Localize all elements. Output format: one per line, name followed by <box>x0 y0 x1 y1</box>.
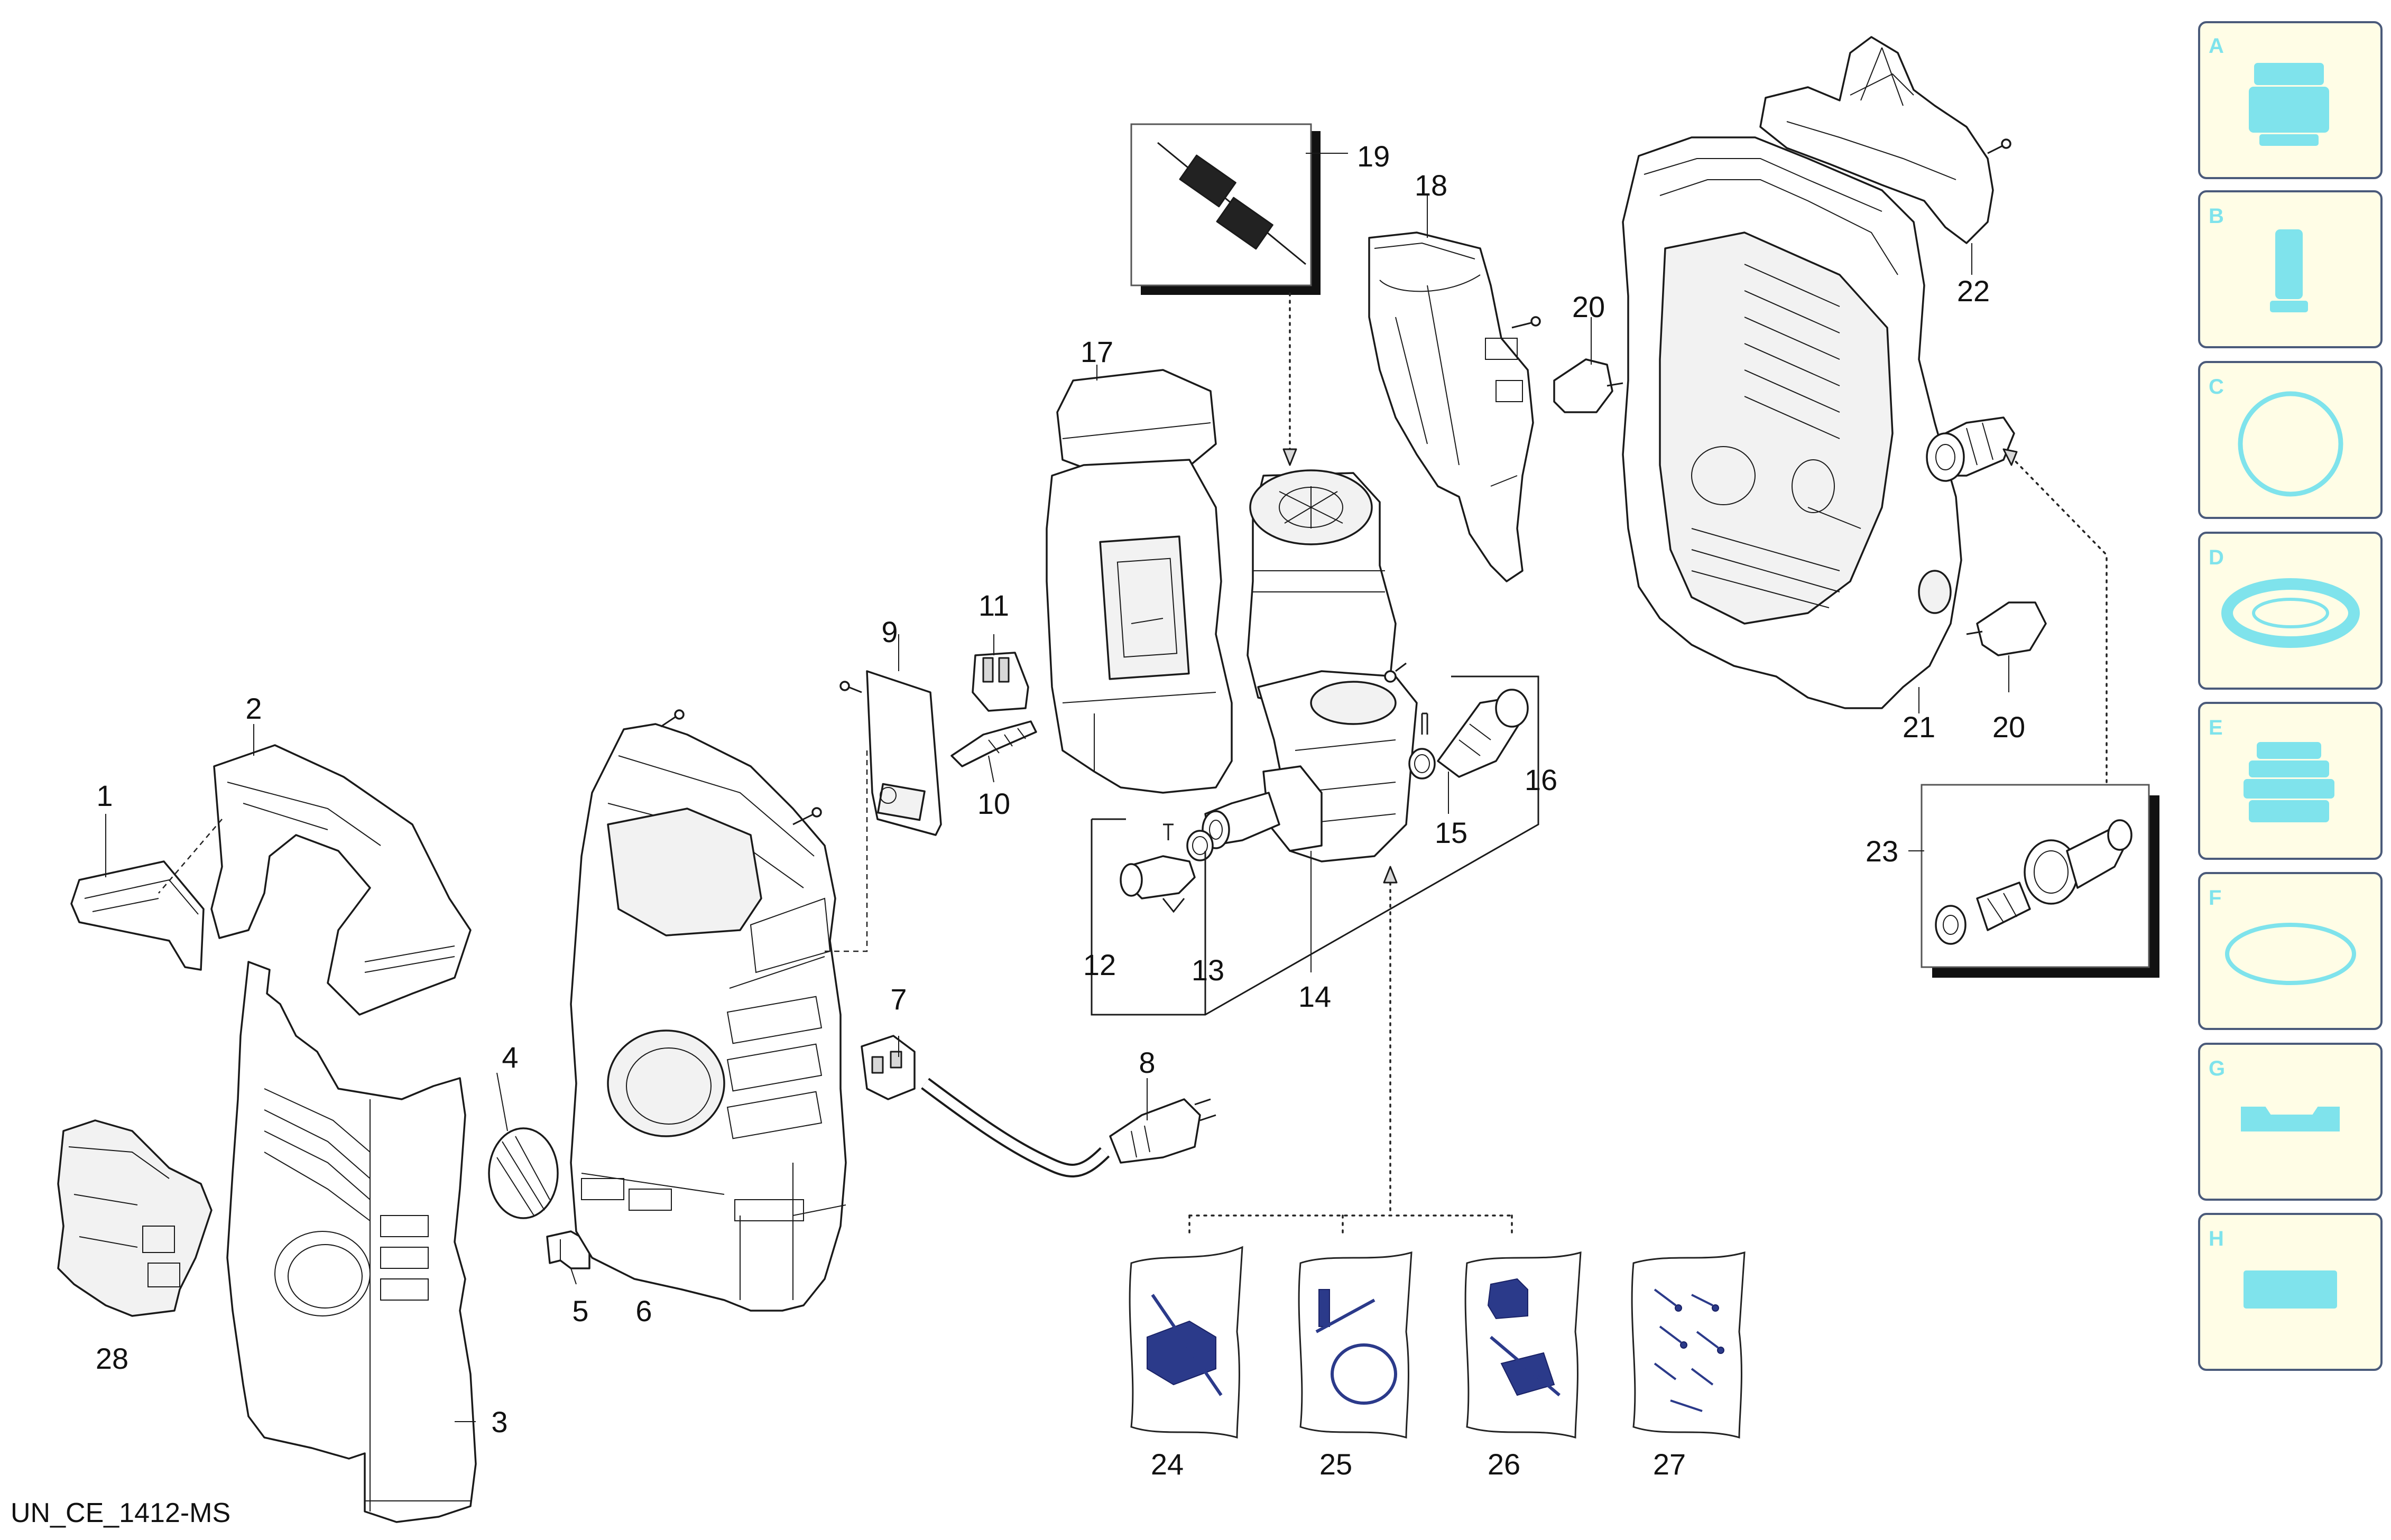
leader-9-dash <box>825 750 868 952</box>
part-20-clip-lower <box>1966 601 2047 656</box>
part-1-top-cap <box>70 860 205 971</box>
callout-4: 4 <box>502 1041 518 1074</box>
callout-24: 24 <box>1151 1448 1184 1481</box>
part-19-brush-box <box>1130 123 1348 295</box>
pin-icon <box>2270 229 2308 312</box>
part-21-rear-housing <box>1622 136 1962 709</box>
gasket-icon <box>2225 923 2356 985</box>
callout-2: 2 <box>245 692 262 725</box>
arrow-19 <box>1282 448 1297 466</box>
kit-25-bag <box>1298 1251 1413 1439</box>
callout-20-lower: 20 <box>1992 710 2025 744</box>
part-28-side-panel <box>57 1119 213 1317</box>
callout-19: 19 <box>1357 140 1390 173</box>
callout-11: 11 <box>978 589 1009 622</box>
legend-panel-d: D <box>2198 532 2383 690</box>
callout-17: 17 <box>1081 335 1113 368</box>
callout-12: 12 <box>1083 948 1116 981</box>
legend-panel-e: E <box>2198 702 2383 860</box>
callout-9: 9 <box>881 615 898 648</box>
legend-letter-d: D <box>2209 546 2224 569</box>
part-5-clip <box>546 1230 590 1269</box>
inlet-coupling <box>1926 416 2015 482</box>
legend-panel-a: A <box>2198 21 2383 179</box>
leader-23 <box>2008 453 2108 783</box>
callout-1: 1 <box>96 779 113 812</box>
legend-panel-g: G <box>2198 1043 2383 1201</box>
callout-20-upper: 20 <box>1572 290 1605 323</box>
callout-27: 27 <box>1653 1448 1686 1481</box>
filter-block-icon <box>2244 1270 2337 1309</box>
o-ring-icon <box>2238 391 2343 497</box>
part-12-inlet-fitting <box>1120 823 1196 913</box>
arrow-kits <box>1383 866 1398 884</box>
washer-flat-icon <box>2241 1107 2340 1131</box>
part-8-power-cord <box>921 1078 1216 1177</box>
leader-2-dash <box>158 819 223 894</box>
callout-6: 6 <box>635 1294 652 1328</box>
callout-5: 5 <box>572 1294 588 1328</box>
part-23-coupling-box <box>1908 784 2159 978</box>
part-4-knob <box>488 1127 559 1219</box>
callout-10: 10 <box>977 787 1010 820</box>
part-15-o-ring <box>1408 712 1436 780</box>
part-17-motor-cover <box>1046 369 1233 794</box>
part-22-top-handle <box>1759 36 2011 244</box>
seal-ring-icon <box>2221 578 2360 648</box>
callout-3: 3 <box>491 1405 507 1439</box>
callout-16: 16 <box>1525 763 1557 796</box>
kit-26-bag <box>1464 1251 1582 1439</box>
callout-25: 25 <box>1319 1448 1352 1481</box>
callout-13: 13 <box>1192 953 1224 987</box>
legend-letter-c: C <box>2209 375 2224 398</box>
arrow-23 <box>2002 448 2018 466</box>
legend-letter-g: G <box>2209 1057 2225 1080</box>
legend-panel-h: H <box>2198 1213 2383 1371</box>
callout-18: 18 <box>1415 169 1447 202</box>
callout-23: 23 <box>1866 834 1898 868</box>
callout-28: 28 <box>96 1342 128 1375</box>
part-3-front-cover <box>226 961 477 1523</box>
part-9-circuit-board <box>839 670 942 836</box>
part-2-handle <box>210 744 472 1016</box>
legend-panel-f: F <box>2198 872 2383 1030</box>
legend-letter-a: A <box>2209 34 2224 58</box>
legend-letter-h: H <box>2209 1227 2224 1250</box>
leader-10 <box>988 755 994 783</box>
callout-22: 22 <box>1957 274 1990 308</box>
callout-14: 14 <box>1298 980 1331 1013</box>
callout-26: 26 <box>1488 1448 1520 1481</box>
part-18-pump-cover <box>1368 231 1541 582</box>
kit-27-bag <box>1631 1251 1746 1439</box>
nozzle-icon <box>2249 63 2329 146</box>
part-16-outlet-fitting <box>1437 689 1529 778</box>
leader-4 <box>496 1072 508 1131</box>
part-13-o-ring <box>1186 830 1214 861</box>
valve-icon <box>2244 742 2334 822</box>
legend-panel-b: B <box>2198 190 2383 348</box>
callout-15: 15 <box>1435 816 1467 849</box>
part-10-connector <box>950 720 1037 767</box>
bracket-12-16 <box>1091 675 1539 1016</box>
part-6-main-housing <box>570 709 847 1312</box>
kit-24-bag <box>1129 1246 1243 1439</box>
part-7-cable-box <box>861 1035 916 1100</box>
leader-5 <box>570 1268 577 1285</box>
part-11-switch <box>972 652 1029 712</box>
callout-7: 7 <box>890 982 907 1016</box>
legend-letter-b: B <box>2209 205 2224 228</box>
part-14-motor-pump <box>1202 469 1418 862</box>
callout-8: 8 <box>1139 1046 1155 1079</box>
drawing-code: UN_CE_1412-MS <box>11 1498 230 1528</box>
part-20-clip-upper <box>1553 358 1623 413</box>
callout-21: 21 <box>1903 710 1935 744</box>
legend-panel-c: C <box>2198 361 2383 519</box>
legend-letter-f: F <box>2209 886 2221 910</box>
legend-letter-e: E <box>2209 716 2223 739</box>
